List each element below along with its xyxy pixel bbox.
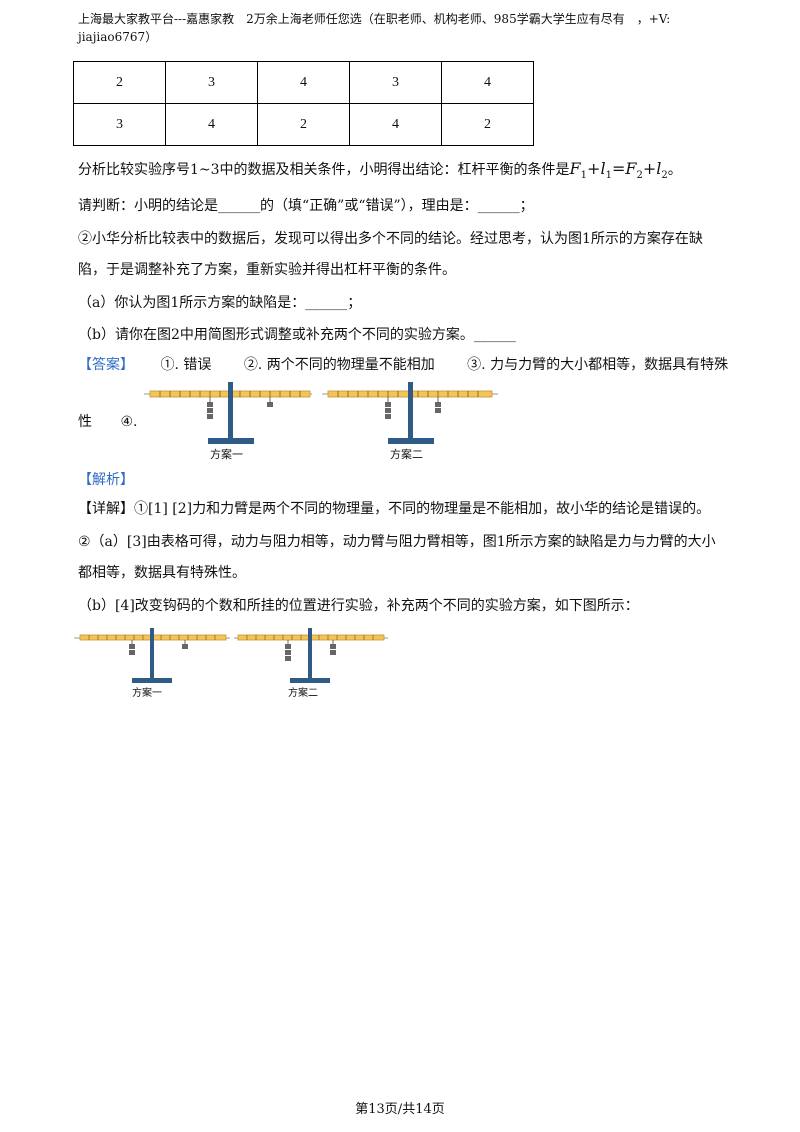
answer-lever-diagram: 方案一 方案二 — [144, 382, 498, 461]
answer-item: ③. 力与力臂的大小都相等，数据具有特殊 — [467, 357, 729, 373]
lever-plan-one: 方案一 — [74, 628, 230, 699]
paragraph-xiaohua-1: ②小华分析比较表中的数据后，发现可以得出多个不同的结论。经过思考，认为图1所示的… — [78, 231, 703, 247]
page-header: 上海最大家教平台---嘉惠家教 2万余上海老师任您选（在职老师、机构老师、985… — [78, 12, 671, 44]
answer-line: 【答案】 ①. 错误 ②. 两个不同的物理量不能相加 ③. 力与力臂的大小都相等… — [78, 355, 728, 375]
table-cell: 2 — [441, 103, 534, 146]
table-cell: 4 — [349, 103, 442, 146]
paragraph-judge: 请判断：小明的结论是______的（填“正确”或“错误”），理由是：______… — [78, 198, 534, 214]
table-cell: 4 — [441, 61, 534, 104]
detail-3: （b）[4]改变钩码的个数和所挂的位置进行实验，补充两个不同的实验方案，如下图所… — [78, 598, 639, 614]
detail-2a: ②（a）[3]由表格可得，动力与阻力相等，动力臂与阻力臂相等，图1所示方案的缺陷… — [78, 534, 716, 550]
paragraph-text: 分析比较实验序号1~3中的数据及相关条件，小明得出结论：杠杆平衡的条件是 — [78, 162, 570, 178]
plan-one-label: 方案一 — [132, 686, 162, 699]
answer-item: ①. 错误 — [160, 357, 212, 373]
answer-tag: 【答案】 — [78, 357, 134, 373]
lever-plan-one: 方案一 — [144, 382, 312, 461]
detail-2b: 都相等，数据具有特殊性。 — [78, 565, 246, 581]
page-footer: 第13页/共14页 — [355, 1102, 445, 1117]
detail-lever-diagram: 方案一 方案二 — [74, 628, 388, 699]
table-cell: 4 — [165, 103, 258, 146]
detail-1: 【详解】①[1] [2]力和力臂是两个不同的物理量，不同的物理量是不能相加，故小… — [78, 501, 711, 517]
plan-one-label: 方案一 — [210, 447, 243, 461]
answer-continuation: 性 — [78, 414, 92, 430]
table-cell: 3 — [165, 61, 258, 104]
table-row: 3 4 2 4 2 — [73, 103, 534, 146]
answer-item: ④. — [120, 414, 138, 430]
paragraph-question-a: （a）你认为图1所示方案的缺陷是：______； — [78, 295, 362, 311]
answer-line-2: 性 ④. — [78, 412, 137, 432]
lever-plan-two: 方案二 — [322, 382, 498, 461]
paragraph-conclusion: 分析比较实验序号1~3中的数据及相关条件，小明得出结论：杠杆平衡的条件是F1+l… — [78, 159, 682, 186]
plan-two-label: 方案二 — [390, 447, 423, 461]
lever-plan-two: 方案二 — [234, 628, 388, 699]
table-cell: 2 — [73, 61, 166, 104]
paragraph-question-b: （b）请你在图2中用简图形式调整或补充两个不同的实验方案。______ — [78, 327, 516, 343]
answer-item: ②. 两个不同的物理量不能相加 — [243, 357, 435, 373]
table-cell: 3 — [73, 103, 166, 146]
table-cell: 2 — [257, 103, 350, 146]
paragraph-xiaohua-2: 陷，于是调整补充了方案，重新实验并得出杠杆平衡的条件。 — [78, 262, 456, 278]
data-table: 2 3 4 3 4 3 4 2 4 2 — [73, 61, 534, 146]
analysis-tag: 【解析】 — [78, 472, 134, 488]
paragraph-text: 。 — [667, 162, 682, 178]
balance-formula: F1+l1=F2+l2 — [569, 159, 668, 182]
plan-two-label: 方案二 — [288, 686, 318, 699]
table-cell: 4 — [257, 61, 350, 104]
table-row: 2 3 4 3 4 — [73, 61, 534, 104]
table-cell: 3 — [349, 61, 442, 104]
